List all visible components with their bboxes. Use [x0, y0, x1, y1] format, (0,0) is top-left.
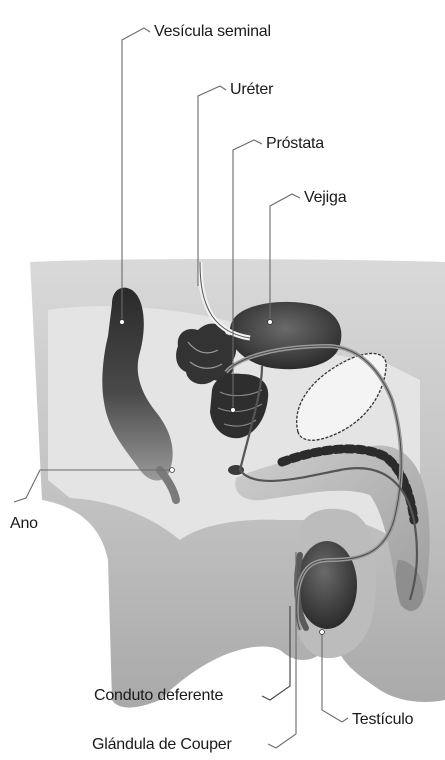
label-ureter: Uréter	[230, 81, 274, 98]
label-prostata: Próstata	[266, 135, 324, 152]
marker-vejiga	[268, 320, 273, 325]
marker-ano	[170, 468, 175, 473]
marker-testiculo	[320, 630, 325, 635]
marker-vesicula-seminal	[120, 320, 125, 325]
label-vesicula-seminal: Vesícula seminal	[154, 23, 271, 40]
label-vejiga: Vejiga	[304, 189, 347, 206]
label-glandula-de-couper: Glándula de Couper	[92, 736, 232, 753]
label-ano: Ano	[10, 515, 38, 532]
leader-ureter	[198, 86, 226, 286]
testis	[297, 541, 357, 629]
label-conduto-deferente: Conduto deferente	[94, 687, 223, 704]
label-testiculo: Testículo	[352, 711, 414, 728]
marker-prostata	[231, 408, 236, 413]
